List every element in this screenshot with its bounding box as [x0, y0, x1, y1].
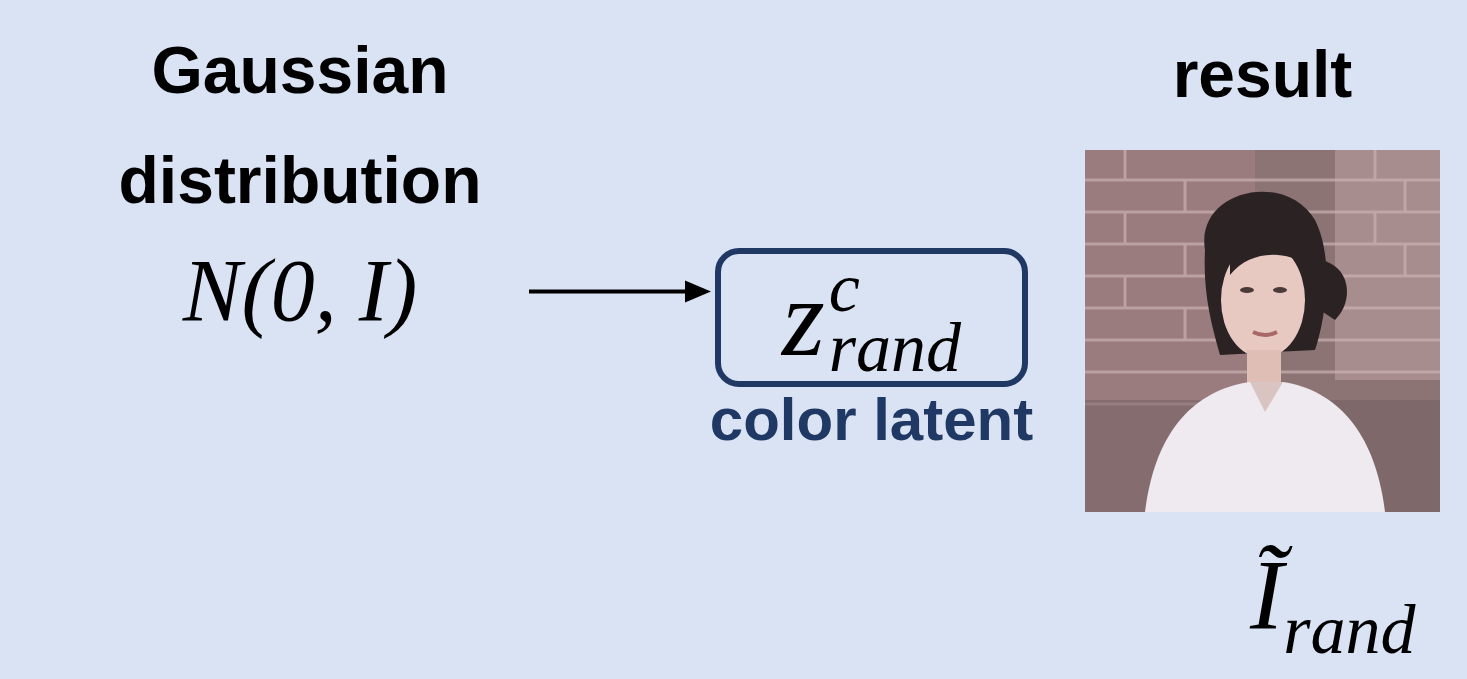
latent-symbol: z	[782, 263, 825, 373]
group-heading: Gaussian distribution	[75, 15, 525, 235]
result-symbol: Ĩ	[1250, 539, 1283, 650]
result-heading: result	[1085, 38, 1440, 111]
script-stack: crand	[829, 258, 961, 377]
distribution-group: Gaussian distributionN(0, I)	[75, 15, 525, 340]
distribution-formula: N(0, I)	[75, 243, 525, 340]
result-symbol-group: Ĩrand	[1250, 540, 1416, 665]
result-subscript: rand	[1283, 591, 1415, 668]
latent-caption: color latent	[710, 387, 1033, 453]
result-photo	[1085, 150, 1440, 512]
latent-subscript: rand	[829, 318, 961, 378]
flow-arrow	[529, 280, 711, 302]
latent-box: zcrandcolor latent	[715, 248, 1028, 387]
latent-superscript: c	[829, 258, 961, 318]
